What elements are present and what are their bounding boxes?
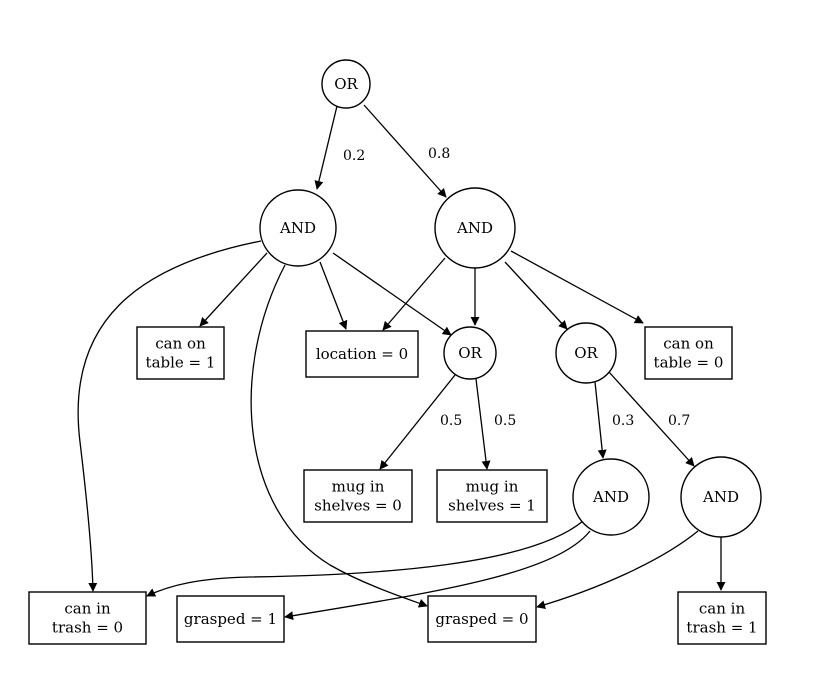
- node-circle: [434, 187, 516, 269]
- node-label: can in: [64, 600, 111, 618]
- edge-and_left-to-grasped_0: [250, 264, 428, 608]
- node-label: AND: [279, 219, 316, 237]
- node-circle: [680, 456, 762, 538]
- edge-labels-layer: 0.2 0.8 0.5 0.5 0.3 0.7: [343, 146, 690, 429]
- edge-label-or_root-to-and_left: 0.2: [343, 148, 365, 164]
- edge-and_left-to-or_mid: [332, 252, 452, 336]
- node-label: AND: [456, 219, 493, 237]
- node-label: grasped = 1: [184, 610, 277, 628]
- node-box: [136, 326, 225, 380]
- edge-and_bottom_left-to-grasped_1: [284, 530, 591, 621]
- node-label: shelves = 1: [448, 497, 536, 515]
- edge-and_left-to-can_in_trash_0: [77, 240, 262, 592]
- circle-node-or-root: OR: [321, 59, 371, 109]
- node-label: table = 1: [146, 354, 216, 372]
- edge-label-or_right-to-and_bottom_right: 0.7: [668, 413, 690, 429]
- node-circle: [443, 326, 497, 380]
- edge-label-or_right-to-and_bottom_left: 0.3: [612, 413, 634, 429]
- circle-node-or-right: OR: [555, 322, 617, 384]
- edge-or_root-to-and_right: [363, 104, 447, 198]
- node-circle: [572, 458, 650, 536]
- node-box: [677, 591, 767, 645]
- node-label: trash = 0: [52, 619, 123, 637]
- node-label: location = 0: [316, 345, 408, 363]
- node-circle: [259, 189, 337, 267]
- edge-or_right-to-and_bottom_left: [594, 381, 607, 459]
- node-circle: [555, 322, 617, 384]
- edge-label-or_mid-to-mug_shelves_0: 0.5: [440, 413, 462, 429]
- edge-and_left-to-location_0: [319, 261, 348, 330]
- box-node-grasped-0: grasped = 0: [427, 595, 537, 643]
- edge-label-or_mid-to-mug_shelves_1: 0.5: [494, 413, 516, 429]
- circle-node-and-right: AND: [434, 187, 516, 269]
- node-circle: [321, 59, 371, 109]
- node-label: AND: [702, 488, 739, 506]
- node-label: can on: [155, 335, 206, 353]
- node-label: OR: [334, 75, 358, 93]
- node-label: table = 0: [654, 354, 724, 372]
- circle-node-or-mid: OR: [443, 326, 497, 380]
- node-box: [644, 326, 733, 380]
- node-label: can in: [699, 600, 746, 618]
- node-box: [303, 469, 413, 523]
- edge-and_right-to-can_on_table_0: [510, 250, 644, 324]
- node-label: mug in: [332, 478, 385, 496]
- node-box: [305, 330, 419, 378]
- node-box: [427, 595, 537, 643]
- edge-label-or_root-to-and_right: 0.8: [428, 146, 450, 162]
- circle-node-and-bottom-left: AND: [572, 458, 650, 536]
- edge-or_right-to-and_bottom_right: [608, 371, 695, 467]
- edge-and_right-to-location_0: [382, 257, 446, 331]
- box-node-location-0: location = 0: [305, 330, 419, 378]
- node-label: grasped = 0: [435, 610, 528, 628]
- edge-and_bottom_right-to-grasped_0: [536, 530, 699, 610]
- edge-or_mid-to-mug_shelves_0: [379, 374, 456, 470]
- edge-or_root-to-and_left: [314, 105, 338, 190]
- edge-and_bottom_left-to-can_in_trash_0: [146, 520, 584, 597]
- edge-and_left-to-can_on_table_1: [199, 252, 268, 327]
- node-label: shelves = 0: [314, 497, 402, 515]
- circle-node-and-left: AND: [259, 189, 337, 267]
- edges-layer: [77, 104, 726, 621]
- node-label: OR: [574, 344, 598, 362]
- node-label: AND: [592, 488, 629, 506]
- node-box: [28, 591, 147, 645]
- box-node-grasped-1: grasped = 1: [176, 595, 285, 643]
- node-label: mug in: [466, 478, 519, 496]
- node-label: OR: [458, 344, 482, 362]
- edge-or_mid-to-mug_shelves_1: [475, 378, 491, 470]
- circle-node-and-bottom-right: AND: [680, 456, 762, 538]
- edge-and_right-to-or_right: [504, 261, 568, 330]
- node-label: trash = 1: [686, 619, 757, 637]
- node-box: [176, 595, 285, 643]
- node-label: can on: [663, 335, 714, 353]
- node-box: [436, 469, 548, 523]
